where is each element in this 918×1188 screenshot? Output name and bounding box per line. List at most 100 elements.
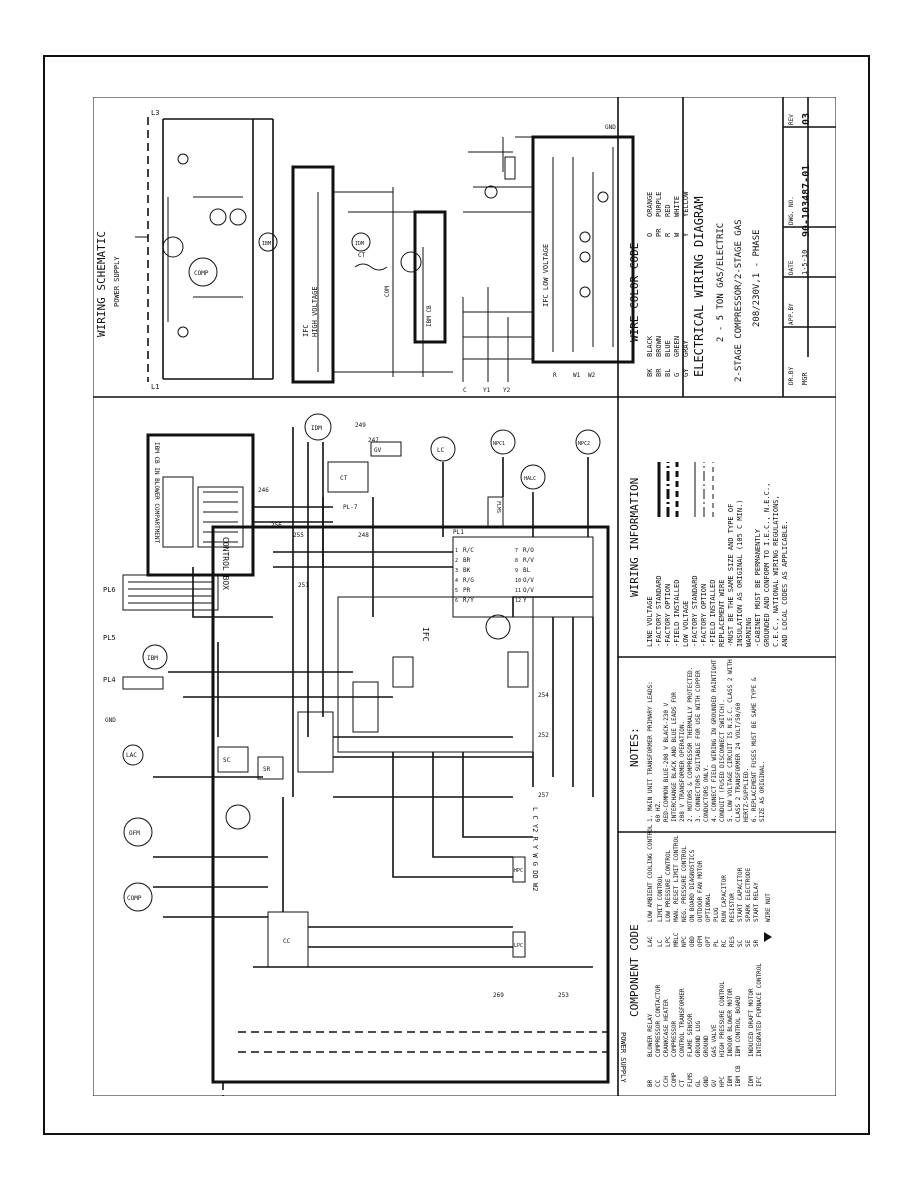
dr-by: MGR bbox=[801, 372, 809, 385]
pl1-pin-number: 11 bbox=[515, 588, 521, 594]
comp-desc: CONTROL TRANSFORMER bbox=[679, 988, 686, 1057]
sr-box bbox=[257, 756, 284, 780]
wiring-information: WIRING INFORMATION LINE VOLTAGE -FACTORY… bbox=[628, 462, 789, 647]
pin-wire: R/G bbox=[463, 577, 474, 584]
wiring-info-line: INSULATION AS ORIGINAL (105 C MIN.) bbox=[736, 499, 744, 647]
lc-label: LC bbox=[437, 447, 445, 454]
wire-number: 254 bbox=[538, 692, 549, 699]
title-line1: 2 - 5 TON GAS/ELECTRIC bbox=[716, 223, 726, 342]
idm-label: IDM bbox=[311, 425, 322, 432]
obd-block bbox=[297, 711, 334, 773]
color-name: RED bbox=[664, 204, 672, 217]
comp-desc: INDUCED DRAFT MOTOR bbox=[748, 988, 755, 1057]
note-line: 208 V TRANSFORMER OPERATION. bbox=[679, 721, 686, 822]
comp-desc: INDOOR BLOWER MOTOR bbox=[727, 988, 734, 1057]
date-label: DATE bbox=[788, 260, 795, 275]
comp-abbr: SE bbox=[745, 939, 752, 947]
wiring-info-line: WARNING bbox=[745, 617, 753, 647]
title-block-fields: DR.BY MGR APP.BY DATE 1-5-10 DWG. NO. 90… bbox=[788, 113, 812, 385]
color-name: ORANGE bbox=[646, 192, 654, 217]
wire-number: 246 bbox=[258, 487, 269, 494]
schematic-l3: L3 bbox=[151, 109, 159, 117]
comp-desc: ON BOARD DIAGNOSTICS bbox=[689, 849, 696, 922]
ifc-high-voltage-box bbox=[291, 165, 335, 384]
title-line2: 2-STAGE COMPRESSOR/2-STAGE GAS bbox=[734, 219, 744, 382]
pl5-label: PL5 bbox=[103, 634, 116, 642]
note-line: CONDUCTORS ONLY. bbox=[703, 764, 710, 822]
color-code: BR bbox=[655, 368, 663, 377]
halc-switch bbox=[520, 464, 546, 490]
pin-wire: BR bbox=[463, 557, 471, 564]
ct-transformer bbox=[327, 461, 369, 493]
wiring-info-line: -CABINET MUST BE PERMANENTLY bbox=[754, 528, 762, 647]
ifc-board bbox=[337, 596, 534, 753]
sc-label: SC bbox=[223, 757, 231, 764]
pin-wire: R/Y bbox=[463, 597, 474, 604]
idm-motor bbox=[304, 413, 332, 441]
comp-label: COMP bbox=[194, 270, 209, 277]
pl1-pin-number: 9 bbox=[515, 568, 518, 574]
lac-symbol bbox=[122, 744, 144, 766]
color-code: G bbox=[673, 373, 681, 377]
sc-box bbox=[217, 746, 249, 773]
comp-abbr: IFC bbox=[756, 1076, 763, 1087]
comp-abbr: IBM CB bbox=[735, 1065, 742, 1087]
pl1-pin-number: 2 bbox=[455, 558, 458, 564]
comp-desc: RESISTOR bbox=[729, 893, 736, 922]
color-code: Y bbox=[682, 232, 690, 237]
comp-abbr: LAC bbox=[647, 936, 654, 947]
comp-desc: COMPRESSOR bbox=[671, 1020, 678, 1057]
wiring-info-line: -FACTORY OPTION bbox=[700, 584, 708, 647]
pl1-pin-number: 4 bbox=[455, 578, 458, 584]
flms-sensor bbox=[487, 496, 504, 528]
comp-desc: GROUND LUG bbox=[695, 1020, 702, 1057]
pin-wire: BL bbox=[523, 567, 531, 574]
pl1-block bbox=[452, 536, 594, 618]
title-block: ELECTRICAL WIRING DIAGRAM 2 - 5 TON GAS/… bbox=[692, 196, 762, 382]
note-line: 6. REPLACEMENT FUSES MUST BE SAME TYPE & bbox=[751, 677, 758, 822]
idm-symbol-label: IDM bbox=[355, 241, 364, 247]
comp-desc: LIMIT CONTROL bbox=[657, 875, 664, 922]
pl4-label: PL4 bbox=[103, 676, 116, 684]
y1-terminal: Y1 bbox=[483, 387, 491, 394]
pl1-pin-number: 3 bbox=[455, 568, 458, 574]
comp-desc: START CAPACITOR bbox=[737, 867, 744, 922]
color-name: YELLOW bbox=[682, 191, 690, 217]
notes: NOTES: 1. MAIN UNIT TRANSFORMER PRIMARY … bbox=[628, 659, 766, 822]
pl1-pin-number: 5 bbox=[455, 588, 458, 594]
pin-wire: O/V bbox=[523, 587, 534, 594]
wire-number: 248 bbox=[358, 532, 369, 539]
comp-desc: INTEGRATED FURNACE CONTROL bbox=[756, 963, 763, 1057]
comp-abbr: RES bbox=[729, 936, 736, 947]
color-name: GRAY bbox=[682, 339, 690, 357]
comp-abbr: MRLC bbox=[673, 932, 680, 947]
ibm-cb-label: IBM CB bbox=[426, 305, 433, 327]
wiring-info-line: -FIELD INSTALLED bbox=[709, 580, 717, 647]
comp-terminal-label: COMP bbox=[127, 895, 142, 902]
control-box bbox=[211, 525, 610, 1084]
color-code: PR bbox=[655, 228, 663, 237]
wiring-info-line: -FIELD INSTALLED bbox=[673, 580, 681, 647]
ibm-symbol bbox=[258, 232, 278, 252]
pl7-label: PL-7 bbox=[343, 504, 358, 511]
comp-desc: WIRE NUT bbox=[765, 893, 772, 922]
ibm-cb-box bbox=[413, 210, 447, 344]
wiring-info-line: -FACTORY OPTION bbox=[664, 584, 672, 647]
comp-desc: FLAME SENSOR bbox=[687, 1013, 694, 1057]
hpc-label: HPC bbox=[514, 868, 523, 874]
comp-desc: LOW AMBIENT COOLING CONTROL bbox=[647, 824, 654, 922]
pl1-pin-number: 10 bbox=[515, 578, 521, 584]
color-code: BK bbox=[646, 368, 654, 377]
com-label: COM bbox=[384, 286, 391, 297]
ifc-hv-sub: HIGH VOLTAGE bbox=[311, 286, 319, 337]
comp-abbr: LPC bbox=[665, 936, 672, 947]
wiring-info-title: WIRING INFORMATION bbox=[628, 478, 641, 597]
note-line: 60 HZ. bbox=[655, 800, 662, 822]
comp-abbr: OPT bbox=[705, 936, 712, 947]
lpc-switch bbox=[512, 931, 526, 958]
ct-symbol bbox=[354, 263, 388, 271]
comp-abbr: IBM bbox=[727, 1076, 734, 1087]
ct-label-h: CT bbox=[340, 475, 348, 482]
note-line: 4. CONNECT FIELD WIRING IN GROUNDED RAIN… bbox=[711, 659, 718, 822]
color-code: O bbox=[646, 233, 654, 237]
